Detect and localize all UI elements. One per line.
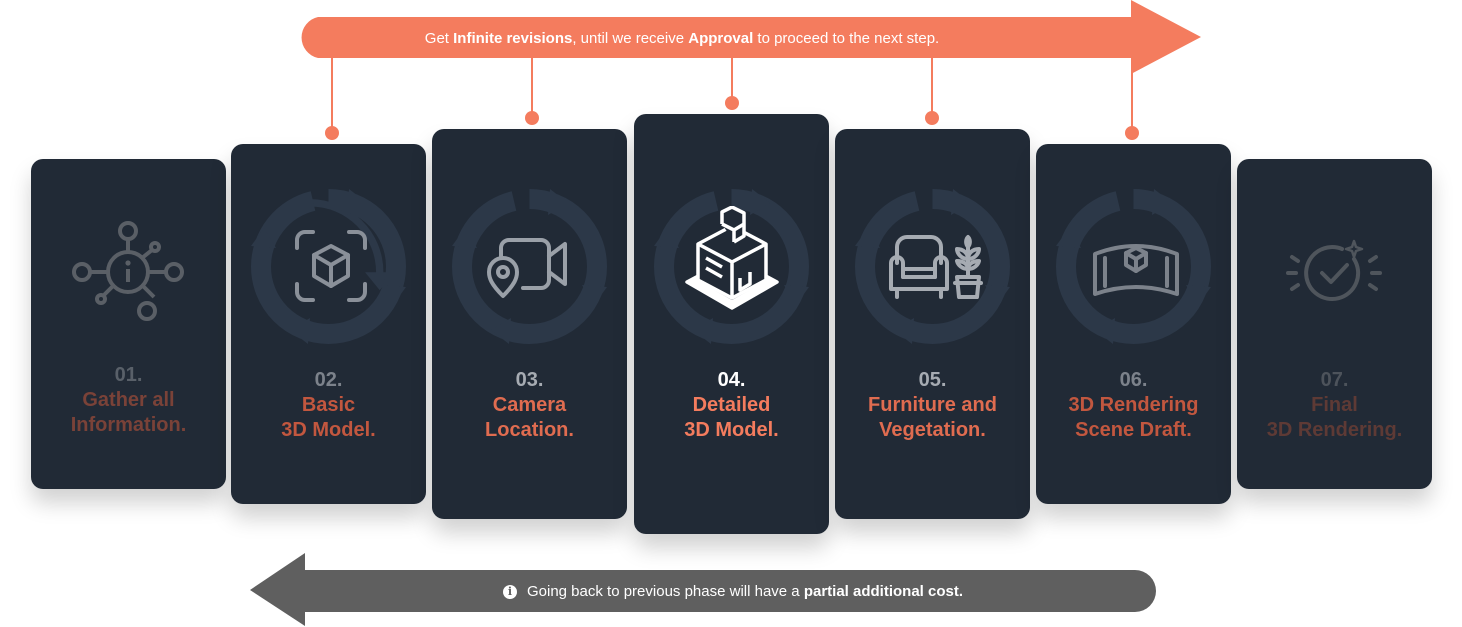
step-label-line: Furniture and <box>868 394 997 416</box>
step-card-02: 02. Basic 3D Model. <box>231 144 426 504</box>
cycle-arrows-icon <box>251 189 406 344</box>
step-card-01: 01. Gather all Information. <box>31 159 226 489</box>
building-model-icon <box>685 206 779 310</box>
step-number: 03. <box>515 369 544 391</box>
revisions-text-part: Get <box>424 30 454 47</box>
connector-dot-05 <box>925 111 939 125</box>
step-label-line: 3D Model. <box>281 419 376 441</box>
step-label: Final 3D Rendering. <box>1237 393 1432 443</box>
connector-line-02 <box>331 58 333 128</box>
step-label-line: Basic <box>301 394 356 416</box>
connector-dot-04 <box>725 96 739 110</box>
step-label: Gather all Information. <box>31 388 226 438</box>
step-label-line: Camera <box>492 394 567 416</box>
info-icon: i <box>502 585 517 599</box>
step-number: 02. <box>314 369 343 391</box>
step-number: 06. <box>1119 369 1148 391</box>
cycle-arrows-icon <box>654 189 809 344</box>
check-sparkle-icon <box>1286 239 1382 302</box>
step-label: 3D Rendering Scene Draft. <box>1036 393 1231 443</box>
step-label-line: Gather all <box>82 389 175 411</box>
panorama-cube-icon <box>1093 244 1179 296</box>
step-card-03: 03. Camera Location. <box>432 129 627 519</box>
armchair-plant-icon <box>889 235 983 299</box>
step-label-line: Detailed <box>692 394 771 416</box>
step-label: Camera Location. <box>432 393 627 443</box>
connector-line-06 <box>1131 58 1133 128</box>
camera-location-icon <box>487 238 567 298</box>
cost-text: i Going back to previous phase will have … <box>310 583 1156 600</box>
step-label-line: Location. <box>485 419 574 441</box>
step-card-04: 04. Detailed 3D Model. <box>634 114 829 534</box>
revisions-text-emphasis: Infinite revisions <box>453 30 573 47</box>
step-label-line: 3D Model. <box>684 419 779 441</box>
step-number: 01. <box>114 364 143 386</box>
connector-line-05 <box>931 58 933 113</box>
cycle-arrows-icon <box>1056 189 1211 344</box>
step-label-line: Vegetation. <box>879 419 986 441</box>
ar-cube-icon <box>295 230 367 302</box>
connector-line-03 <box>531 58 533 113</box>
step-label-line: 3D Rendering <box>1068 394 1199 416</box>
cost-arrow-banner: i Going back to previous phase will have … <box>250 553 1156 627</box>
revisions-text-part: to proceed to the next step. <box>753 30 940 47</box>
cycle-arrows-icon <box>855 189 1010 344</box>
info-network-icon <box>72 221 184 321</box>
step-number: 04. <box>717 369 746 391</box>
left-arrow-shape <box>250 553 1156 626</box>
connector-dot-03 <box>525 111 539 125</box>
cycle-arrows-icon <box>452 189 607 344</box>
step-label: Detailed 3D Model. <box>634 393 829 443</box>
approval-text-emphasis: Approval <box>688 30 754 47</box>
cost-text-part: Going back to previous phase will have a <box>526 583 804 600</box>
revisions-text: Get Infinite revisions, until we receive… <box>297 30 1067 47</box>
step-label-line: 3D Rendering. <box>1266 419 1403 441</box>
connector-dot-02 <box>325 126 339 140</box>
step-number: 07. <box>1320 369 1349 391</box>
cost-text-emphasis: partial additional cost. <box>803 583 964 600</box>
step-card-05: 05. Furniture and Vegetation. <box>835 129 1030 519</box>
connector-dot-06 <box>1125 126 1139 140</box>
step-label: Basic 3D Model. <box>231 393 426 443</box>
step-number: 05. <box>918 369 947 391</box>
revisions-text-part: , until we receive <box>572 30 689 47</box>
right-arrow-shape <box>301 0 1202 74</box>
step-label: Furniture and Vegetation. <box>835 393 1030 443</box>
step-label-line: Information. <box>70 414 187 436</box>
revisions-arrow-banner: Get Infinite revisions, until we receive… <box>297 0 1202 75</box>
step-label-line: Scene Draft. <box>1075 419 1192 441</box>
connector-line-04 <box>731 58 733 98</box>
step-card-07: 07. Final 3D Rendering. <box>1237 159 1432 489</box>
step-card-06: 06. 3D Rendering Scene Draft. <box>1036 144 1231 504</box>
step-label-line: Final <box>1311 394 1358 416</box>
